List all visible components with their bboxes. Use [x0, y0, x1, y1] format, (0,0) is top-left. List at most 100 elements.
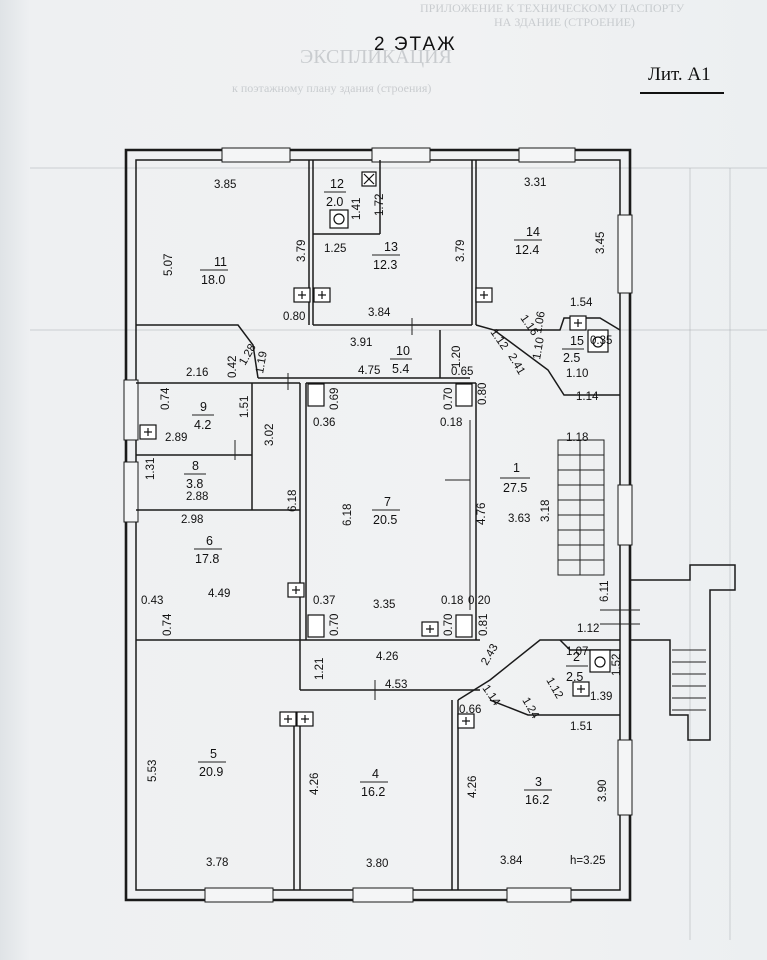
dim-label: 0.70 — [329, 614, 341, 636]
room-number: 9 — [200, 400, 207, 414]
socket-icon — [421, 621, 439, 637]
socket-icon — [457, 713, 475, 729]
socket-icon — [287, 582, 305, 598]
dim-label: 3.79 — [296, 240, 308, 262]
window — [371, 147, 431, 163]
dim-label: 1.12 — [577, 623, 599, 635]
dim-label: 1.31 — [145, 458, 157, 480]
dim-label: 4.26 — [467, 776, 479, 798]
sanitary-symbols — [139, 171, 611, 729]
dim-label: 1.10 — [531, 336, 547, 360]
dim-label: 0.20 — [468, 595, 490, 607]
dim-label: 0.36 — [313, 417, 335, 429]
room-number: 10 — [396, 344, 410, 358]
dim-label: 1.24 — [519, 696, 541, 722]
room-7: 720.5 — [372, 495, 400, 527]
dim-label: 4.49 — [208, 588, 230, 600]
ceiling-height-label: h=3.25 — [570, 855, 606, 867]
window — [204, 887, 274, 903]
room-area: 18.0 — [201, 273, 225, 287]
room-10: 105.4 — [390, 344, 412, 376]
dim-label: 1.21 — [314, 658, 326, 680]
dim-label: 0.65 — [451, 366, 473, 378]
dim-label: 3.80 — [366, 858, 388, 870]
window — [352, 887, 414, 903]
outer-walls — [124, 148, 632, 902]
room-area: 12.4 — [515, 243, 539, 257]
dim-label: 3.79 — [455, 240, 467, 262]
room-area: 16.2 — [361, 785, 385, 799]
dim-label: 0.70 — [443, 388, 455, 410]
dim-label: 2.43 — [479, 642, 501, 667]
room-area: 2.0 — [326, 195, 343, 209]
dim-label: 3.45 — [595, 232, 607, 254]
dim-label: 3.91 — [350, 337, 372, 349]
dim-label: 4.75 — [358, 365, 380, 377]
dim-label: 3.85 — [214, 179, 236, 191]
room-number: 12 — [330, 177, 344, 191]
room-area: 27.5 — [503, 481, 527, 495]
dim-label: 0.80 — [477, 383, 489, 405]
dim-label: 0.80 — [283, 311, 305, 323]
dim-label: 1.54 — [570, 297, 593, 309]
room-number: 3 — [535, 775, 542, 789]
dim-label: 1.39 — [590, 691, 612, 703]
windows — [123, 147, 633, 903]
room-2: 22.5 — [566, 650, 588, 684]
room-area: 2.5 — [563, 351, 580, 365]
external-stair-steps — [672, 649, 706, 711]
column-marker — [455, 614, 473, 638]
socket-icon — [296, 711, 314, 727]
room-area: 5.4 — [392, 362, 409, 376]
room-12: 122.0 — [324, 177, 346, 209]
dim-label: 1.10 — [566, 368, 588, 380]
room-number: 5 — [210, 747, 217, 761]
room-15: 152.5 — [562, 334, 584, 365]
dim-label: 4.26 — [376, 651, 398, 663]
bleed-through-text: ПРИЛОЖЕНИЕ К ТЕХНИЧЕСКОМУ ПАСПОРТУ НА ЗД… — [30, 1, 767, 940]
dim-label: 1.51 — [239, 396, 251, 418]
dim-label: 2.41 — [505, 352, 527, 377]
room-9: 94.2 — [192, 400, 214, 432]
stair — [557, 439, 605, 576]
socket-icon — [313, 287, 331, 303]
room-number: 2 — [573, 650, 580, 664]
litera-underline — [640, 92, 724, 94]
litera-label: Лит. А1 — [648, 64, 711, 85]
toilet-icon — [587, 329, 609, 353]
room-3: 316.2 — [524, 775, 552, 807]
room-number: 14 — [526, 225, 540, 239]
sink-icon — [361, 171, 377, 187]
dim-label: 0.18 — [441, 595, 463, 607]
dim-label: 3.84 — [368, 307, 391, 319]
dim-label: 3.90 — [597, 780, 609, 802]
room-area: 2.5 — [566, 670, 583, 684]
dim-label: 3.84 — [500, 855, 523, 867]
dim-label: 0.43 — [141, 595, 163, 607]
dim-label: 3.63 — [508, 513, 530, 525]
room-number: 1 — [513, 461, 520, 475]
room-area: 16.2 — [525, 793, 549, 807]
dim-label: 4.53 — [385, 679, 407, 691]
dim-label: 2.98 — [181, 514, 203, 526]
room-area: 20.5 — [373, 513, 397, 527]
window — [518, 147, 576, 163]
dim-label: 1.20 — [451, 346, 463, 368]
dim-label: 3.18 — [540, 500, 552, 522]
dim-label: 0.69 — [329, 388, 341, 410]
dim-label: 6.18 — [342, 504, 354, 526]
dim-label: 3.02 — [264, 424, 276, 446]
room-number: 7 — [384, 495, 391, 509]
socket-icon — [475, 287, 493, 303]
room-area: 3.8 — [186, 477, 203, 491]
dim-label: 2.16 — [186, 367, 208, 379]
dim-label: 1.14 — [480, 683, 503, 709]
dim-label: 0.37 — [313, 595, 335, 607]
window — [617, 484, 633, 546]
dim-label: 1.72 — [374, 194, 386, 216]
room-area: 4.2 — [194, 418, 211, 432]
socket-icon — [572, 681, 590, 697]
dim-label: 0.42 — [227, 356, 239, 378]
dim-label: 1.14 — [576, 391, 599, 403]
